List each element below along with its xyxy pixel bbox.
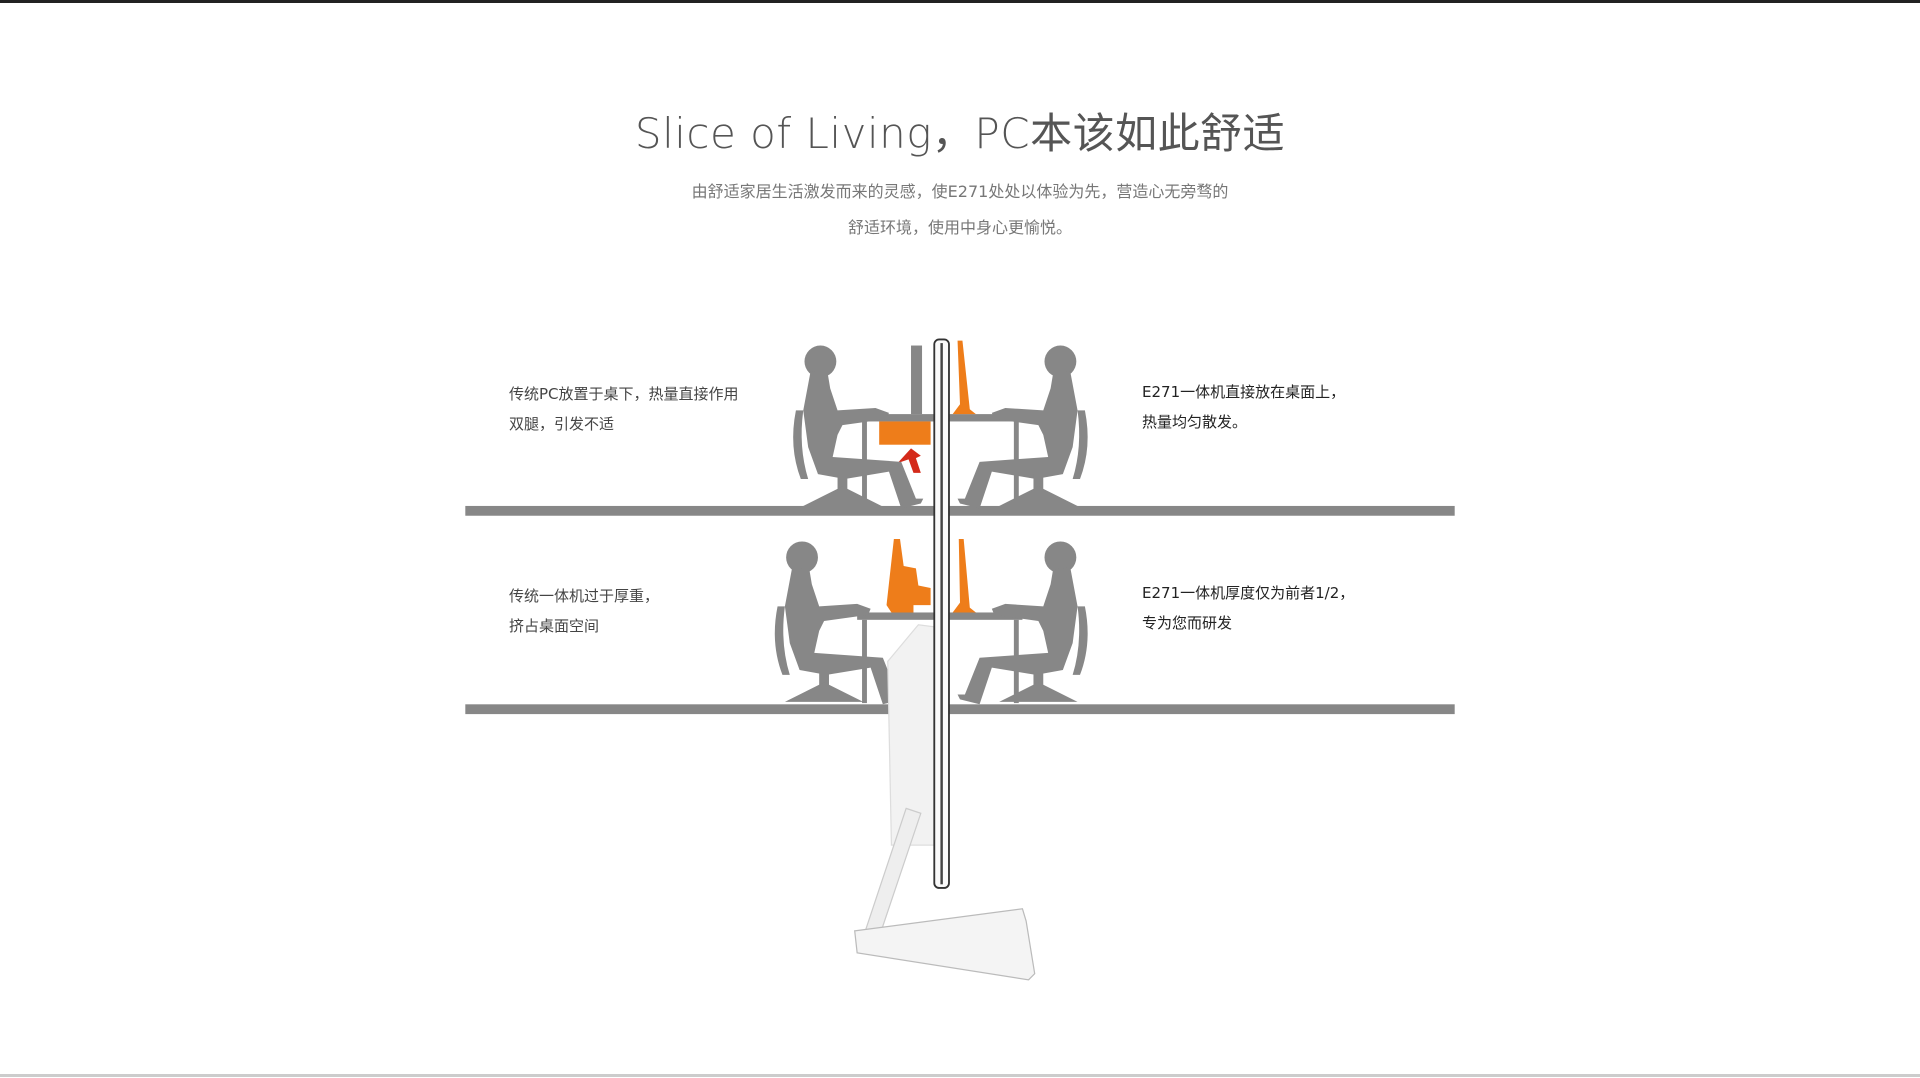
floor-row-2 bbox=[465, 704, 1455, 715]
caption-line: 挤占桌面空间 bbox=[509, 617, 600, 635]
e271-monitor-small bbox=[952, 340, 976, 415]
caption-line: E271一体机厚度仅为前者1/2， bbox=[1142, 584, 1355, 602]
caption-line: 专为您而研发 bbox=[1142, 614, 1233, 632]
page-title: Slice of Living，PC本该如此舒适 bbox=[634, 109, 1286, 158]
row2-left-caption: 传统一体机过于厚重， 挤占桌面空间 bbox=[509, 581, 659, 641]
caption-line: 热量均匀散发。 bbox=[1142, 413, 1248, 431]
bottom-border bbox=[0, 1074, 1920, 1077]
caption-line: 传统PC放置于桌下，热量直接作用 bbox=[509, 385, 739, 403]
heat-arrow-icon bbox=[897, 448, 921, 473]
traditional-monitor bbox=[911, 345, 923, 415]
e271-monitor-small-2 bbox=[952, 539, 976, 613]
row1-left-caption: 传统PC放置于桌下，热量直接作用 双腿，引发不适 bbox=[509, 379, 739, 439]
pc-tower-under-desk bbox=[879, 421, 931, 445]
caption-line: E271一体机直接放在桌面上， bbox=[1142, 383, 1346, 401]
person-right-row2 bbox=[957, 541, 1088, 705]
thick-all-in-one-monitor bbox=[886, 539, 931, 613]
floor-row-1 bbox=[465, 505, 1455, 516]
person-right-row1 bbox=[957, 345, 1088, 509]
subtitle-line-2: 舒适环境，使用中身心更愉悦。 bbox=[847, 218, 1072, 237]
row2-right-caption: E271一体机厚度仅为前者1/2， 专为您而研发 bbox=[1142, 578, 1354, 638]
e271-side-view bbox=[854, 338, 1036, 981]
caption-line: 传统一体机过于厚重， bbox=[509, 587, 660, 605]
row1-right-caption: E271一体机直接放在桌面上， 热量均匀散发。 bbox=[1142, 377, 1345, 437]
top-border bbox=[0, 0, 1920, 3]
person-left-row2 bbox=[774, 541, 905, 705]
subtitle-line-1: 由舒适家居生活激发而来的灵感，使E271处处以体验为先，营造心无旁骛的 bbox=[691, 182, 1229, 201]
caption-line: 双腿，引发不适 bbox=[509, 415, 615, 433]
